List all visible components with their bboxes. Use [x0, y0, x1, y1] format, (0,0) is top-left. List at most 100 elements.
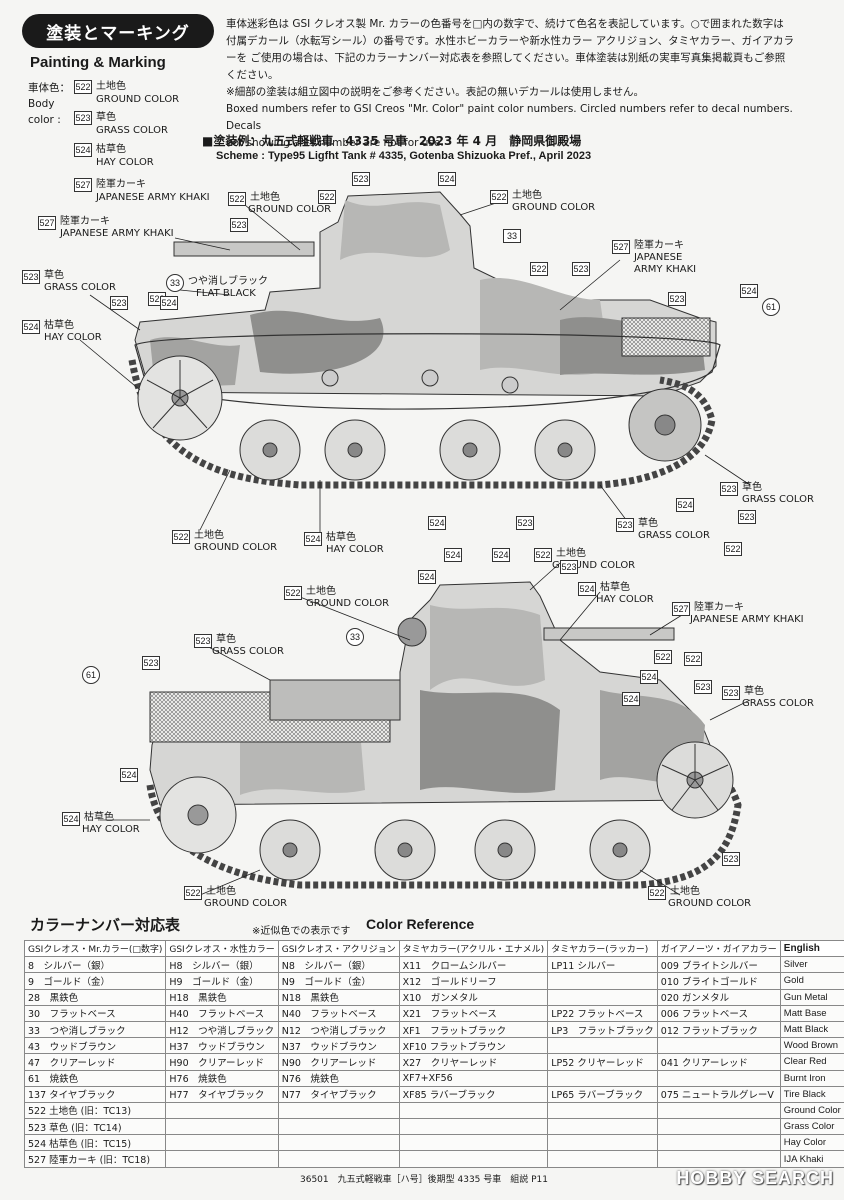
table-cell: 527 陸軍カーキ (旧：TC18) — [23, 1150, 167, 1168]
callout-en: GRASS COLOR — [212, 646, 284, 657]
table-cell — [656, 1037, 781, 1055]
callout-jp: 土地色 — [670, 886, 700, 897]
legend-en: JAPANESE ARMY KHAKI — [96, 192, 210, 203]
callout-label: 527 陸軍カーキ JAPANESE ARMY KHAKI — [672, 602, 804, 626]
legend-en: HAY COLOR — [96, 157, 154, 168]
paint-number-box: 522 — [490, 190, 508, 204]
table-row: 8 シルバー（銀）H8 シルバー（銀）N8 シルバー（銀）X11 クロームシルバ… — [23, 956, 844, 974]
table-cell: H8 シルバー（銀） — [165, 956, 279, 974]
table-cell: X10 ガンメタル — [398, 988, 549, 1006]
paint-number-box: 523 — [352, 172, 370, 186]
callout-en: HAY COLOR — [326, 544, 384, 555]
paint-number-box: 523 — [616, 518, 634, 532]
table-cell: 8 シルバー（銀） — [23, 956, 167, 974]
table-cell — [547, 1069, 658, 1087]
callout-en: GROUND COLOR — [306, 598, 390, 609]
paint-number-box: 523 — [230, 218, 248, 232]
column-header: タミヤカラー(アクリル・エナメル) — [398, 939, 549, 958]
table-cell: 61 焼鉄色 — [23, 1069, 167, 1087]
callout-label: 523 草色 GRASS COLOR — [194, 634, 284, 658]
table-cell: H77 タイヤブラック — [165, 1085, 279, 1103]
paint-number-box: 523 — [722, 852, 740, 866]
callout-jp: 草色 — [638, 518, 658, 529]
callout-jp: 枯草色 — [326, 532, 356, 543]
table-cell: XF10 フラットブラウン — [398, 1037, 549, 1055]
table-cell — [547, 1150, 658, 1168]
paint-number-box: 527 — [38, 216, 56, 230]
table-cell: N18 黒鉄色 — [277, 988, 400, 1006]
table-row: 523 草色 (旧：TC14)Grass Color — [23, 1118, 844, 1136]
callout-en: HAY COLOR — [44, 332, 102, 343]
paint-number-box: 523 — [142, 656, 160, 670]
paint-number-box: 524 — [438, 172, 456, 186]
callout-en: JAPANESE ARMY KHAKI — [60, 228, 174, 239]
paint-number-box: 523 — [22, 270, 40, 284]
paint-number-box: 524 — [74, 143, 92, 157]
table-cell — [398, 1134, 549, 1152]
paint-number-box: 523 — [738, 510, 756, 524]
table-cell: 30 フラットベース — [23, 1004, 167, 1022]
table-title-en: Color Reference — [366, 916, 475, 932]
callout-jp: つや消しブラック — [188, 276, 268, 287]
callout-label: 522 土地色 GROUND COLOR — [534, 548, 635, 572]
table-cell: 137 タイヤブラック — [23, 1085, 167, 1103]
paint-number-box: 524 — [22, 320, 40, 334]
table-row: 522 土地色 (旧：TC13)Ground Color — [23, 1101, 844, 1120]
callout-en: JAPANESE ARMY KHAKI — [690, 614, 804, 625]
callout-label: 523 草色 GRASS COLOR — [22, 270, 116, 294]
tank-side-view-right — [146, 581, 742, 889]
table-cell: Tire Black — [779, 1085, 844, 1103]
table-cell: LP22 フラットベース — [547, 1004, 658, 1022]
table-cell: N90 クリアーレッド — [277, 1053, 400, 1071]
legend-en: GRASS COLOR — [96, 125, 168, 136]
column-header: タミヤカラー(ラッカー) — [547, 939, 658, 958]
paint-number-box: 523 — [668, 292, 686, 306]
table-cell — [547, 988, 658, 1006]
table-cell: H18 黒鉄色 — [165, 988, 279, 1006]
note-line: ーを ご使用の場合は、下記のカラーナンバー対応表を参照してください。車体塗装は別… — [226, 52, 786, 64]
table-cell: Matt Base — [779, 1004, 844, 1022]
paint-number-box: 522 — [684, 652, 702, 666]
body-color-label-jp: 車体色： — [28, 82, 70, 94]
callout-en: GROUND COLOR — [552, 560, 636, 571]
note-line: Boxed numbers refer to GSI Creos "Mr. Co… — [226, 103, 793, 132]
tank-illustrations — [79, 191, 751, 896]
paint-number-box: 524 — [120, 768, 138, 782]
callout-en: GRASS COLOR — [638, 530, 710, 541]
paint-number-box: 527 — [74, 178, 92, 192]
paint-number-box: 33 — [503, 229, 521, 243]
callout-jp: 土地色 — [250, 192, 280, 203]
tank-side-view-left — [128, 191, 721, 489]
callout-jp: 陸軍カーキ — [694, 602, 744, 613]
callout-jp: 草色 — [742, 482, 762, 493]
table-cell: 28 黒鉄色 — [23, 988, 167, 1006]
paint-number-box: 524 — [676, 498, 694, 512]
legend-en: GROUND COLOR — [96, 94, 180, 105]
decal-number-circle: 61 — [762, 298, 780, 316]
callout-en: GROUND COLOR — [194, 542, 278, 553]
callout-en2: ARMY KHAKI — [634, 264, 697, 275]
paint-number-box: 523 — [722, 686, 740, 700]
color-reference-table: カラーナンバー対応表 ※近似色での表示です Color Reference GS… — [18, 908, 844, 1168]
section-title-jp: 塗装とマーキング — [22, 14, 214, 48]
callout-jp: 陸軍カーキ — [634, 240, 684, 251]
table-cell: 041 クリアーレッド — [656, 1053, 781, 1071]
scheme-title-jp: ■塗装例：九五式軽戦車 4335 号車 2023 年 4 月 静岡県御殿場 — [202, 134, 582, 148]
paint-number-box: 524 — [492, 548, 510, 562]
paint-number-box: 524 — [304, 532, 322, 546]
table-cell: Gun Metal — [779, 988, 844, 1006]
table-cell: 523 草色 (旧：TC14) — [23, 1118, 167, 1136]
table-cell — [547, 1134, 658, 1152]
table-cell: XF1 フラットブラック — [398, 1020, 549, 1039]
callout-jp: 草色 — [744, 686, 764, 697]
table-cell: X21 フラットベース — [398, 1004, 549, 1022]
callout-en: GRASS COLOR — [742, 698, 814, 709]
callout-jp: 土地色 — [306, 586, 336, 597]
table-cell — [547, 1101, 658, 1120]
table-cell — [165, 1150, 279, 1168]
table-cell: 47 クリアーレッド — [23, 1053, 167, 1071]
table-cell — [165, 1101, 279, 1120]
table-note: ※近似色での表示です — [252, 926, 351, 937]
